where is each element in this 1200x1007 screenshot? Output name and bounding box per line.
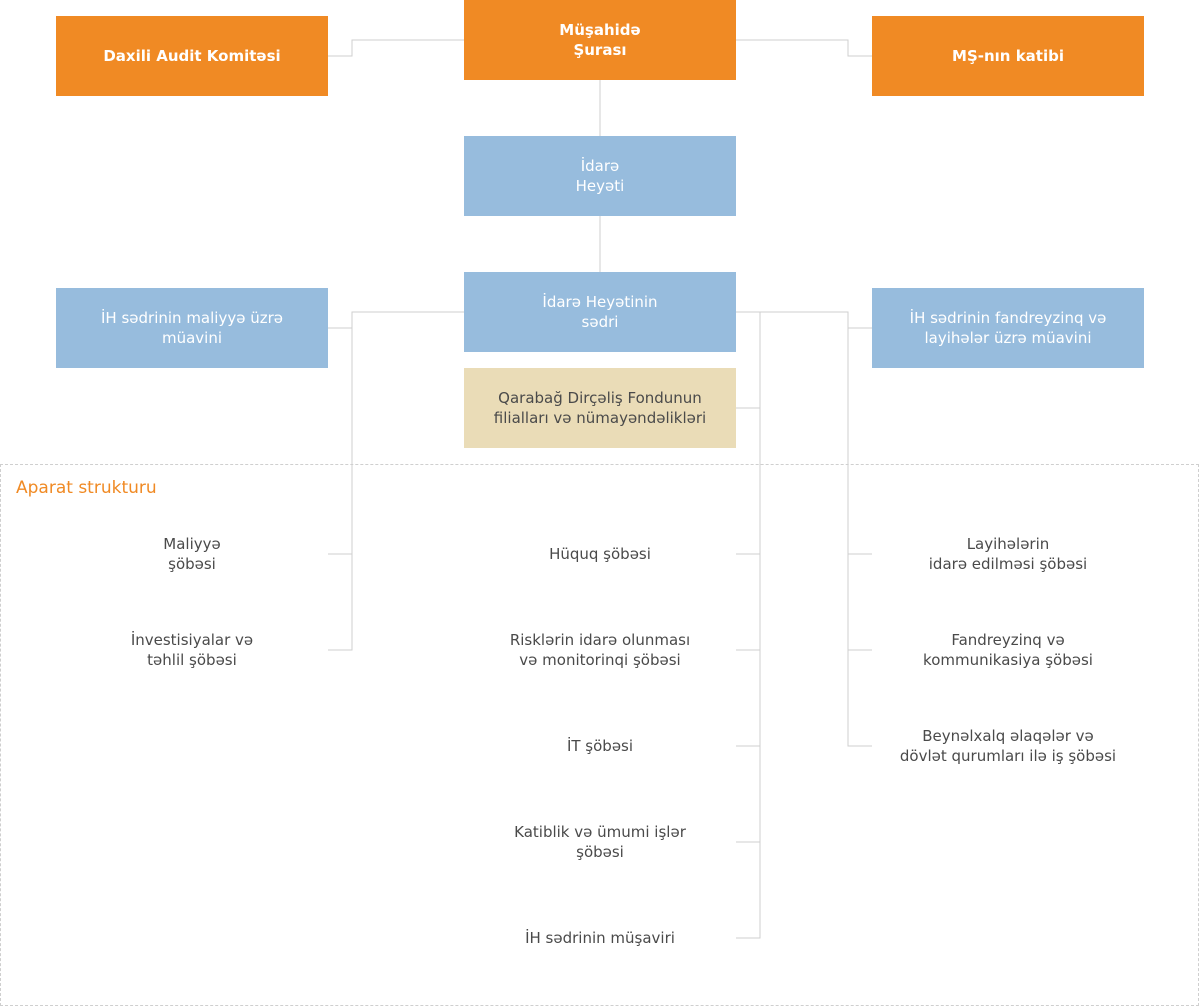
dept-it[interactable]: İT şöbəsi <box>464 716 736 776</box>
dept-kommunikasiya[interactable]: Fandreyzinq və kommunikasiya şöbəsi <box>872 620 1144 680</box>
dept-huquq-label: Hüquq şöbəsi <box>549 545 651 563</box>
dept-maliyye-label: Maliyyə şöbəsi <box>163 535 221 573</box>
box-musahide-surasi[interactable]: Müşahidə Şurası <box>464 0 736 80</box>
aparat-frame <box>0 464 1199 1006</box>
dept-investisiyalar-label: İnvestisiyalar və təhlil şöbəsi <box>130 631 254 669</box>
dept-musavir[interactable]: İH sədrinin müşaviri <box>464 908 736 968</box>
dept-beynelxalq[interactable]: Beynəlxalq əlaqələr və dövlət qurumları … <box>872 716 1144 776</box>
box-idare-heyeti[interactable]: İdarə Heyəti <box>464 136 736 216</box>
box-ih-sedri[interactable]: İdarə Heyətinin sədri <box>464 272 736 352</box>
box-maliyye-muavini[interactable]: İH sədrinin maliyyə üzrə müavini <box>56 288 328 368</box>
connector-katib <box>736 39 872 57</box>
dept-huquq[interactable]: Hüquq şöbəsi <box>464 524 736 584</box>
box-daxili-audit[interactable]: Daxili Audit Komitəsi <box>56 16 328 96</box>
dept-musavir-label: İH sədrinin müşaviri <box>525 929 675 947</box>
box-fandreyzinq-muavini[interactable]: İH sədrinin fandreyzinq və layihələr üzr… <box>872 288 1144 368</box>
dept-risk[interactable]: Risklərin idarə olunması və monitorinqi … <box>464 620 736 680</box>
connector-audit <box>328 39 464 57</box>
box-ih-sedri-label: İdarə Heyətinin sədri <box>542 293 658 331</box>
connector-center-branch <box>736 311 761 939</box>
dept-katiblik[interactable]: Katiblik və ümumi işlər şöbəsi <box>464 812 736 872</box>
dept-maliyye[interactable]: Maliyyə şöbəsi <box>56 524 328 584</box>
box-ms-katibi[interactable]: MŞ-nın katibi <box>872 16 1144 96</box>
box-maliyye-muavini-label: İH sədrinin maliyyə üzrə müavini <box>101 309 283 347</box>
box-filiallar[interactable]: Qarabağ Dirçəliş Fondunun filialları və … <box>464 368 736 448</box>
dept-beynelxalq-label: Beynəlxalq əlaqələr və dövlət qurumları … <box>899 727 1117 765</box>
connector-left-branch <box>328 311 464 651</box>
dept-layiheler-label: Layihələrin idarə edilməsi şöbəsi <box>928 535 1088 573</box>
box-ms-katibi-label: MŞ-nın katibi <box>952 47 1064 65</box>
box-fandreyzinq-muavini-label: İH sədrinin fandreyzinq və layihələr üzr… <box>909 309 1107 347</box>
box-daxili-audit-label: Daxili Audit Komitəsi <box>103 47 281 65</box>
dept-investisiyalar[interactable]: İnvestisiyalar və təhlil şöbəsi <box>56 620 328 680</box>
dept-it-label: İT şöbəsi <box>566 737 634 755</box>
box-musahide-surasi-label: Müşahidə Şurası <box>559 21 641 59</box>
aparat-title: Aparat strukturu <box>16 478 157 498</box>
box-idare-heyeti-label: İdarə Heyəti <box>575 157 625 195</box>
box-filiallar-label: Qarabağ Dirçəliş Fondunun filialları və … <box>493 389 707 427</box>
dept-katiblik-label: Katiblik və ümumi işlər şöbəsi <box>514 823 686 861</box>
connector-right-branch <box>760 311 872 747</box>
dept-kommunikasiya-label: Fandreyzinq və kommunikasiya şöbəsi <box>923 631 1093 669</box>
dept-risk-label: Risklərin idarə olunması və monitorinqi … <box>509 631 691 669</box>
dept-layiheler[interactable]: Layihələrin idarə edilməsi şöbəsi <box>872 524 1144 584</box>
